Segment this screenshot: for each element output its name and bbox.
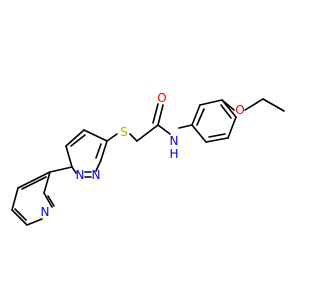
atom-pyridine-nitrogen: N — [41, 205, 50, 219]
bond — [95, 159, 102, 172]
atom-pyridazine-nitrogen: N — [76, 168, 85, 182]
bond — [157, 124, 171, 135]
bond — [199, 99, 223, 106]
bond-inner — [220, 104, 232, 119]
bond — [26, 218, 43, 226]
bond-double — [152, 103, 159, 124]
molecule-drawing: S O N H O N N N — [11, 91, 285, 226]
bond — [221, 99, 237, 118]
bond — [17, 171, 51, 189]
bond — [43, 192, 53, 208]
bond — [83, 129, 108, 142]
bond-inner — [70, 134, 86, 147]
bond-inner — [208, 133, 226, 138]
bond-inner — [196, 108, 205, 126]
bond — [136, 124, 159, 142]
bond — [244, 98, 264, 111]
atom-sulfur: S — [120, 125, 128, 139]
atom-ether-oxygen: O — [235, 103, 244, 117]
bond — [262, 98, 285, 112]
bond-inner — [47, 195, 55, 207]
bond — [157, 104, 164, 126]
bond — [65, 129, 85, 147]
bond-inner — [95, 143, 102, 159]
bond — [106, 133, 118, 142]
bond — [49, 166, 73, 173]
bond-inner — [14, 208, 27, 221]
bond — [71, 166, 77, 174]
bond — [191, 124, 207, 143]
structure-canvas: S O N H O N N N — [11, 91, 285, 226]
bond — [11, 187, 19, 211]
bond — [100, 140, 108, 161]
bond-inner — [21, 176, 47, 190]
bond — [205, 137, 229, 143]
bond — [129, 133, 138, 142]
bond — [191, 104, 201, 126]
bond — [227, 116, 237, 139]
bond — [11, 209, 28, 226]
bond — [43, 171, 51, 194]
atom-amide-hydrogen: H — [169, 147, 178, 161]
atom-pyridazine-nitrogen: N — [92, 168, 101, 182]
bond — [178, 124, 193, 129]
atom-label-layer: S O N H O N N N — [41, 91, 245, 219]
atom-amide-nitrogen: N — [170, 134, 179, 148]
bond — [65, 145, 73, 168]
bond-layer — [11, 98, 285, 226]
atom-carbonyl-oxygen: O — [157, 91, 166, 105]
